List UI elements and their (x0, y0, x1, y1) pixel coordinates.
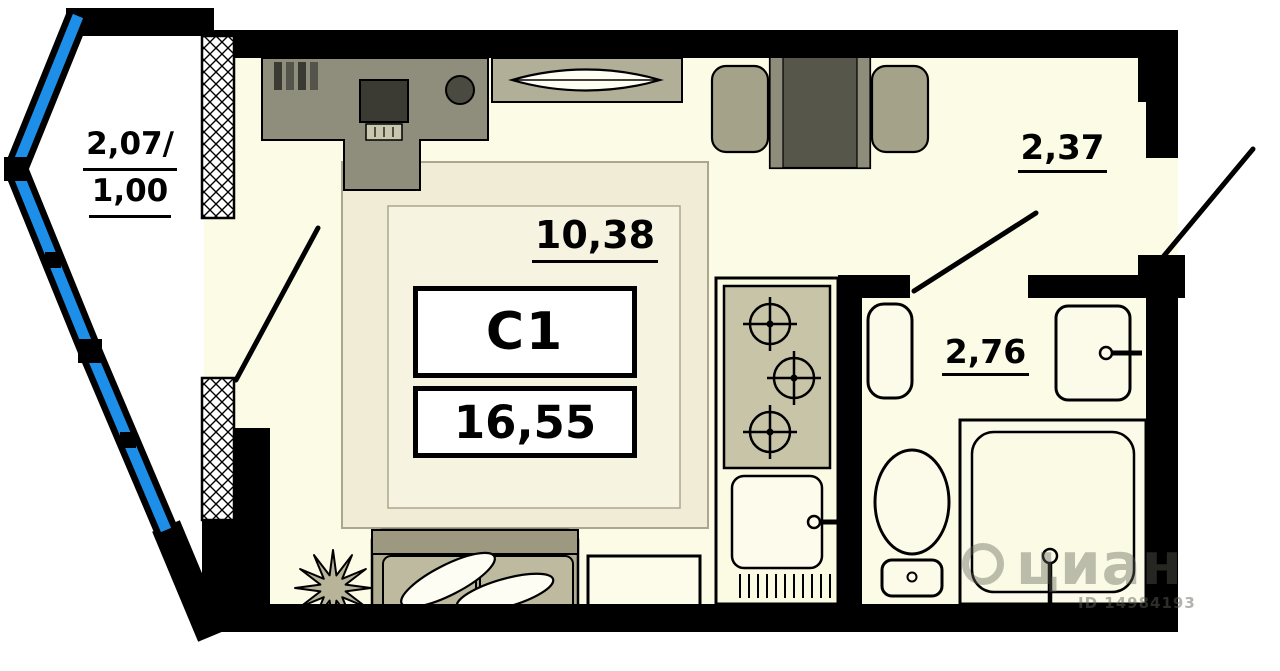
hatched-wall-lower (200, 376, 236, 522)
balcony-area-line2: 1,00 (88, 171, 172, 218)
dining-chair-right (870, 64, 930, 154)
total-area-box: 16,55 (413, 386, 637, 458)
sink-faucet-icon (806, 514, 840, 530)
bookshelf (274, 62, 318, 90)
watermark-logo-icon (962, 543, 1004, 585)
toilet (873, 448, 951, 598)
right-wall-upper (1146, 30, 1178, 158)
top-wall (202, 30, 1178, 58)
bottom-wall (202, 604, 1178, 632)
bath-top-wall-right (1028, 275, 1146, 298)
sofa-pillow-left (400, 551, 496, 609)
interior-pier (232, 428, 270, 632)
balcony-area-label: 2,07/ 1,00 (70, 124, 190, 218)
balcony-top-wall (66, 8, 214, 36)
unit-label: С1 (485, 302, 565, 362)
water-heater (866, 302, 914, 400)
bathroom-area-label: 2,76 (928, 333, 1043, 376)
watermark-id: ID 14984193 (1078, 594, 1196, 612)
balcony-window (4, 11, 178, 535)
stove-burner-middle (767, 351, 821, 405)
balcony-floor (15, 14, 204, 622)
watermark-brand: циан (1016, 530, 1183, 598)
watermark: циан (962, 530, 1183, 598)
balcony-door-swing (233, 225, 321, 383)
kitchen-counter (714, 276, 840, 606)
desk-stool (445, 75, 475, 105)
computer-monitor (359, 79, 409, 123)
balcony-bottom-wall (152, 520, 226, 642)
dining-set (710, 54, 930, 170)
sofa (370, 528, 580, 630)
bath-top-wall-left (838, 275, 910, 298)
hatched-wall-upper (200, 34, 236, 220)
living-area-label: 10,38 (515, 213, 675, 263)
dining-table (768, 54, 872, 170)
sink-drainer (739, 574, 831, 598)
dining-chair-left (710, 64, 770, 154)
stove-burner-bottom (743, 405, 797, 459)
bathtub-drain-icon (1041, 547, 1059, 603)
bath-divider-wall (838, 275, 862, 604)
stove-burner-top (743, 297, 797, 351)
balcony-area-line1: 2,07/ (83, 124, 177, 171)
keyboard (365, 123, 403, 141)
unit-label-box: С1 (413, 286, 637, 378)
wall-shelf (491, 57, 683, 103)
total-area: 16,55 (453, 395, 597, 449)
walls (66, 8, 1185, 642)
hallway-area-label: 2,37 (1005, 128, 1120, 174)
bathroom-door-swing (911, 210, 1039, 294)
entrance-door-swing (1160, 146, 1256, 260)
work-desk (261, 57, 489, 191)
right-wall-lower (1146, 298, 1178, 632)
washbasin-faucet-icon (1098, 345, 1142, 361)
